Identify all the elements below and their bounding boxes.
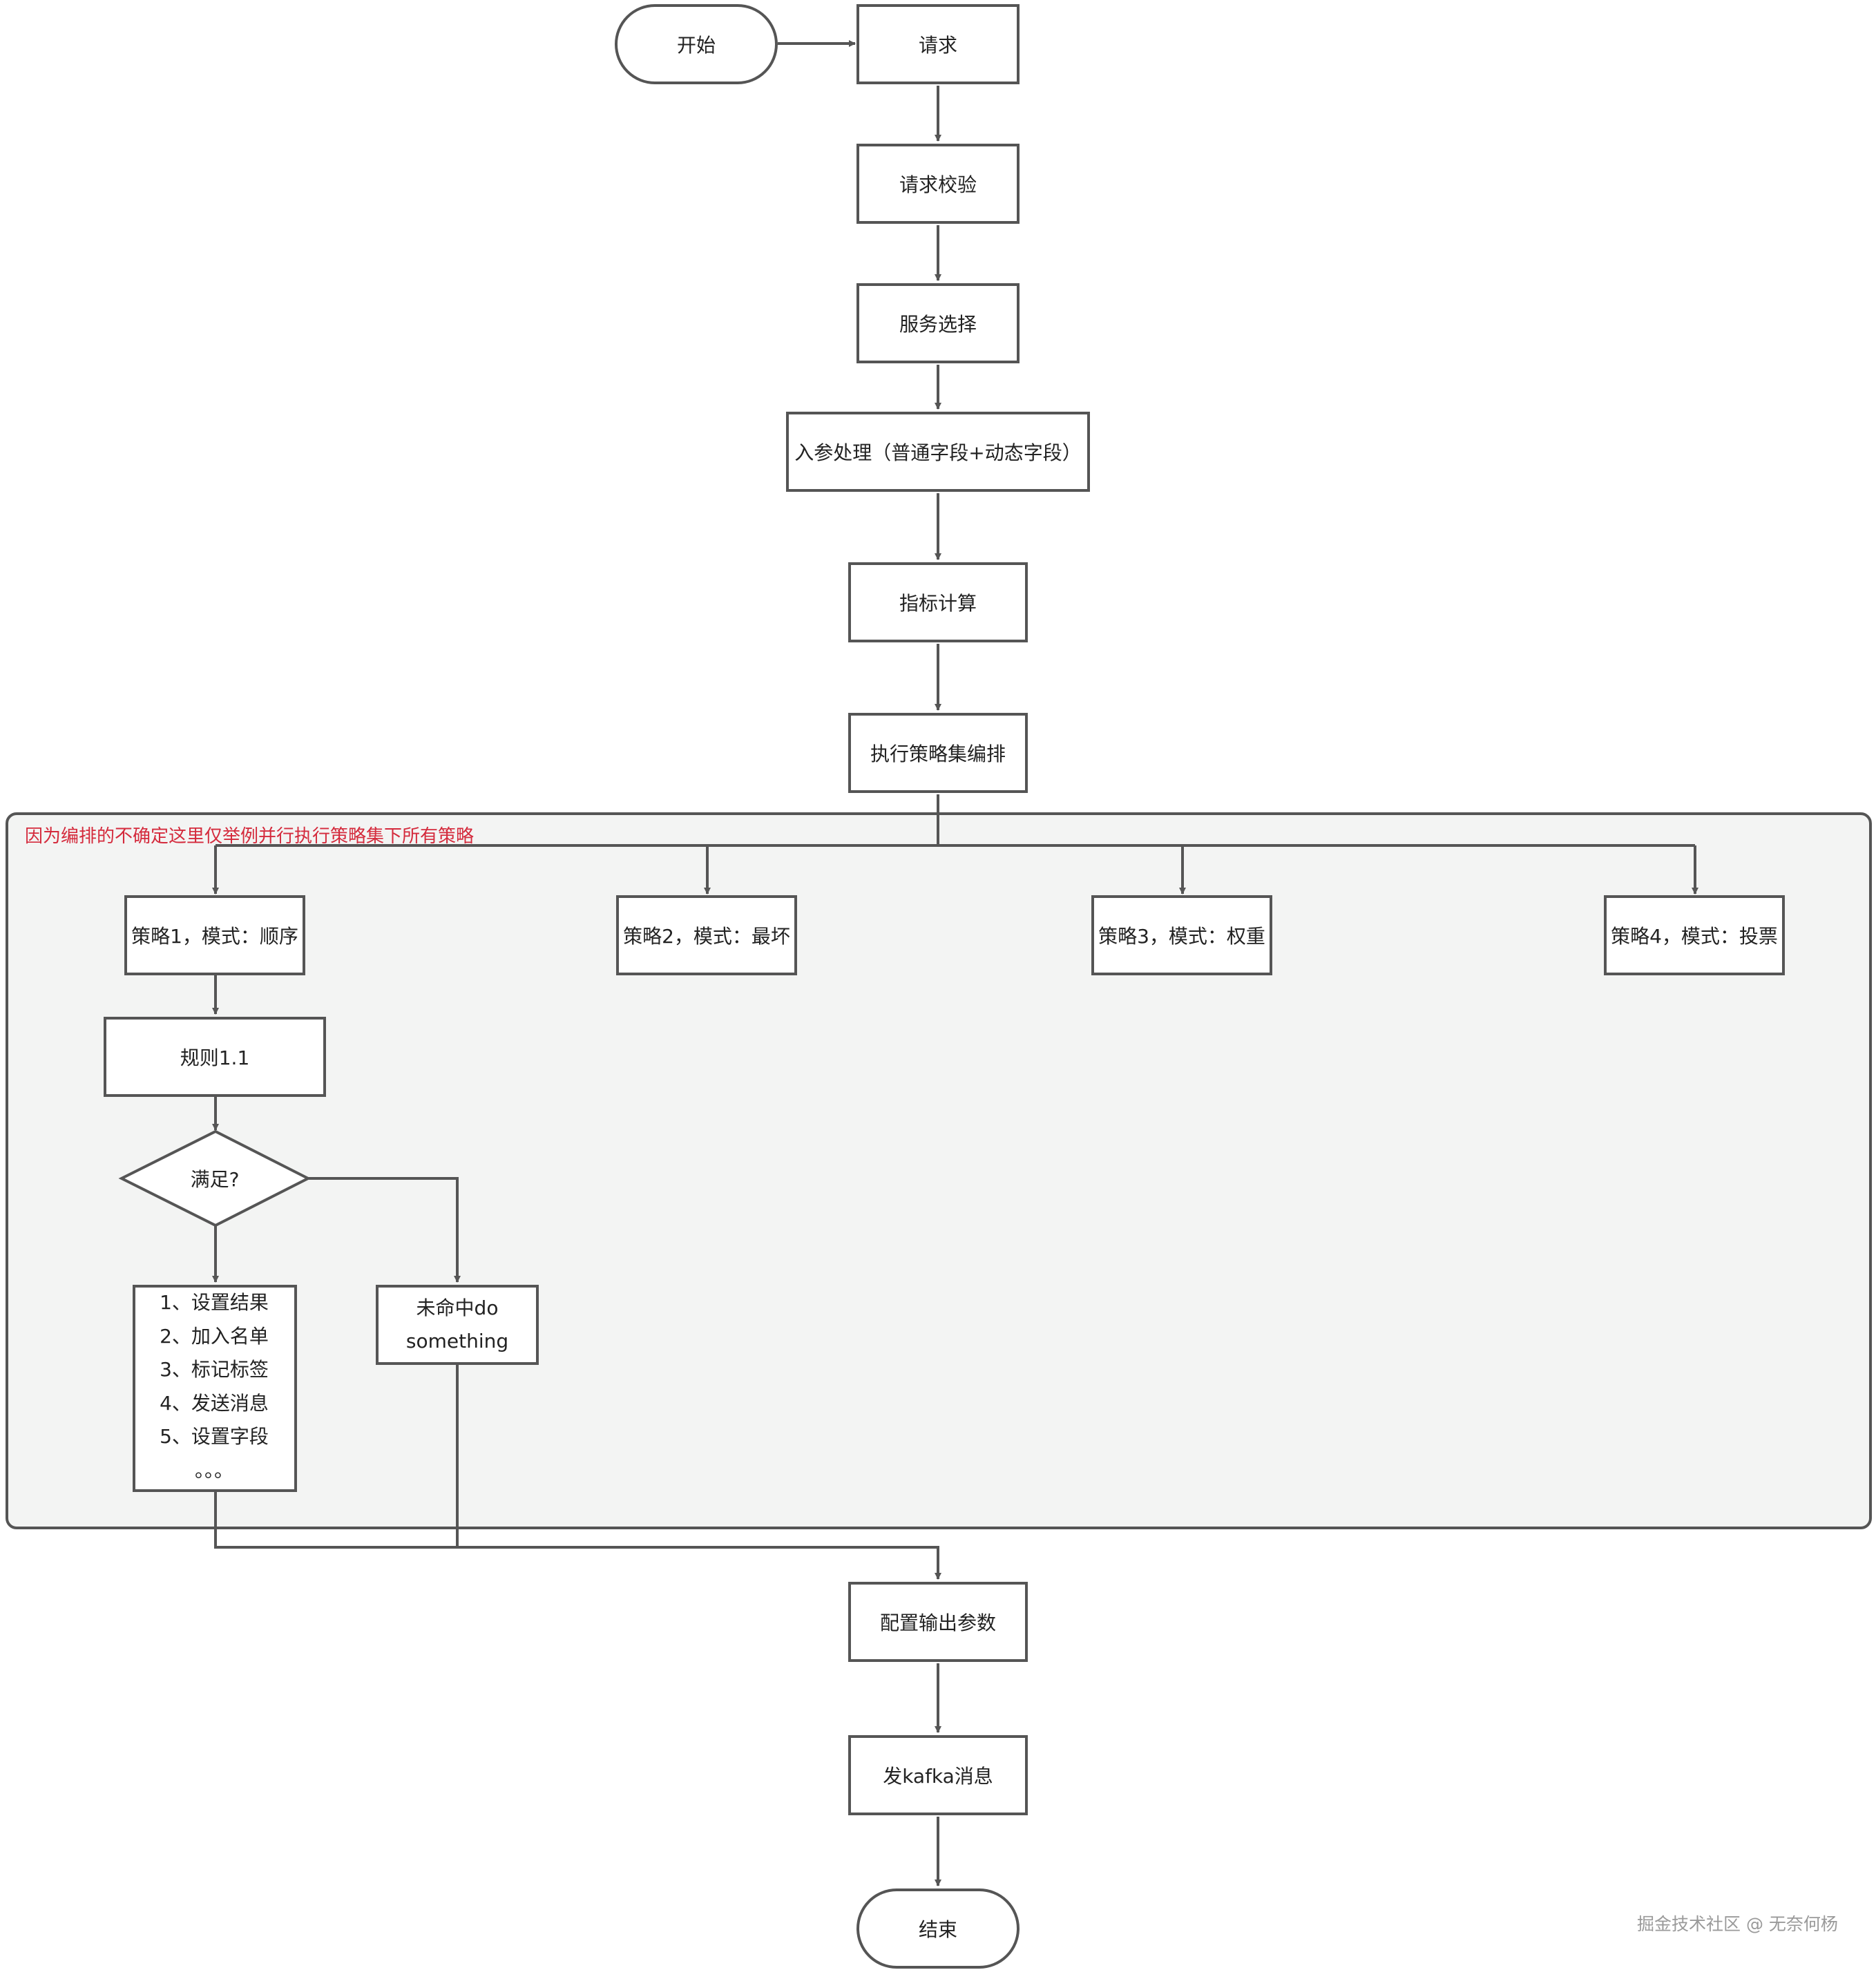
config-output-label: 配置输出参数 (879, 1612, 996, 1634)
config-output-node: 配置输出参数 (848, 1582, 1028, 1662)
strategy1-node: 策略1，模式：顺序 (124, 895, 305, 975)
satisfied-label: 满足? (190, 1168, 240, 1191)
strategy2-label: 策略2，模式：最坏 (623, 925, 790, 948)
service-selection-label: 服务选择 (899, 313, 977, 336)
watermark: 掘金技术社区 @ 无奈何杨 (1637, 1914, 1838, 1934)
request-node: 请求 (856, 4, 1020, 84)
send-kafka-node: 发kafka消息 (848, 1735, 1028, 1815)
edge-actions-merge (214, 1492, 941, 1580)
start-node: 开始 (615, 4, 778, 84)
strategy-group-container (6, 812, 1872, 1529)
miss-line: something (405, 1330, 509, 1352)
action-item: 3、标记标签 (160, 1358, 269, 1381)
actions-node (133, 1285, 297, 1492)
service-selection-node: 服务选择 (856, 283, 1020, 363)
metric-calc-node: 指标计算 (848, 562, 1028, 642)
rule-1-1-label: 规则1.1 (180, 1046, 250, 1069)
strategy4-label: 策略4，模式：投票 (1611, 925, 1778, 948)
rule-1-1-node: 规则1.1 (104, 1017, 326, 1097)
strategy3-label: 策略3，模式：权重 (1098, 925, 1265, 948)
request-label: 请求 (918, 34, 957, 57)
request-validation-node: 请求校验 (856, 144, 1020, 224)
miss-line: 未命中do (416, 1297, 499, 1319)
param-processing-node: 入参处理（普通字段+动态字段） (786, 412, 1090, 492)
execute-orchestration-label: 执行策略集编排 (870, 743, 1006, 765)
send-kafka-label: 发kafka消息 (883, 1765, 993, 1788)
end-label: 结束 (918, 1918, 957, 1941)
action-item: 1、设置结果 (160, 1291, 269, 1314)
request-validation-label: 请求校验 (899, 173, 977, 196)
end-node: 结束 (856, 1888, 1020, 1969)
param-processing-label: 入参处理（普通字段+动态字段） (794, 441, 1082, 464)
start-label: 开始 (676, 34, 716, 57)
strategy1-label: 策略1，模式：顺序 (131, 925, 298, 948)
actions-list: 1、设置结果 2、加入名单 3、标记标签 4、发送消息 5、设置字段 。。。 (133, 1286, 296, 1487)
strategy2-node: 策略2，模式：最坏 (616, 895, 797, 975)
metric-calc-label: 指标计算 (899, 592, 977, 615)
execute-orchestration-node: 执行策略集编排 (848, 713, 1028, 793)
action-item: 4、发送消息 (160, 1391, 269, 1415)
edge-diamond-miss (308, 1177, 461, 1283)
strategy3-node: 策略3，模式：权重 (1091, 895, 1272, 975)
action-item: 。。。 (194, 1458, 233, 1482)
decision-diamond (118, 1129, 312, 1227)
group-note: 因为编排的不确定这里仅举例并行执行策略集下所有策略 (25, 826, 475, 847)
strategy4-node: 策略4，模式：投票 (1604, 895, 1785, 975)
miss-node: 未命中do something (376, 1285, 539, 1365)
action-item: 2、加入名单 (160, 1324, 269, 1348)
action-item: 5、设置字段 (160, 1425, 269, 1448)
